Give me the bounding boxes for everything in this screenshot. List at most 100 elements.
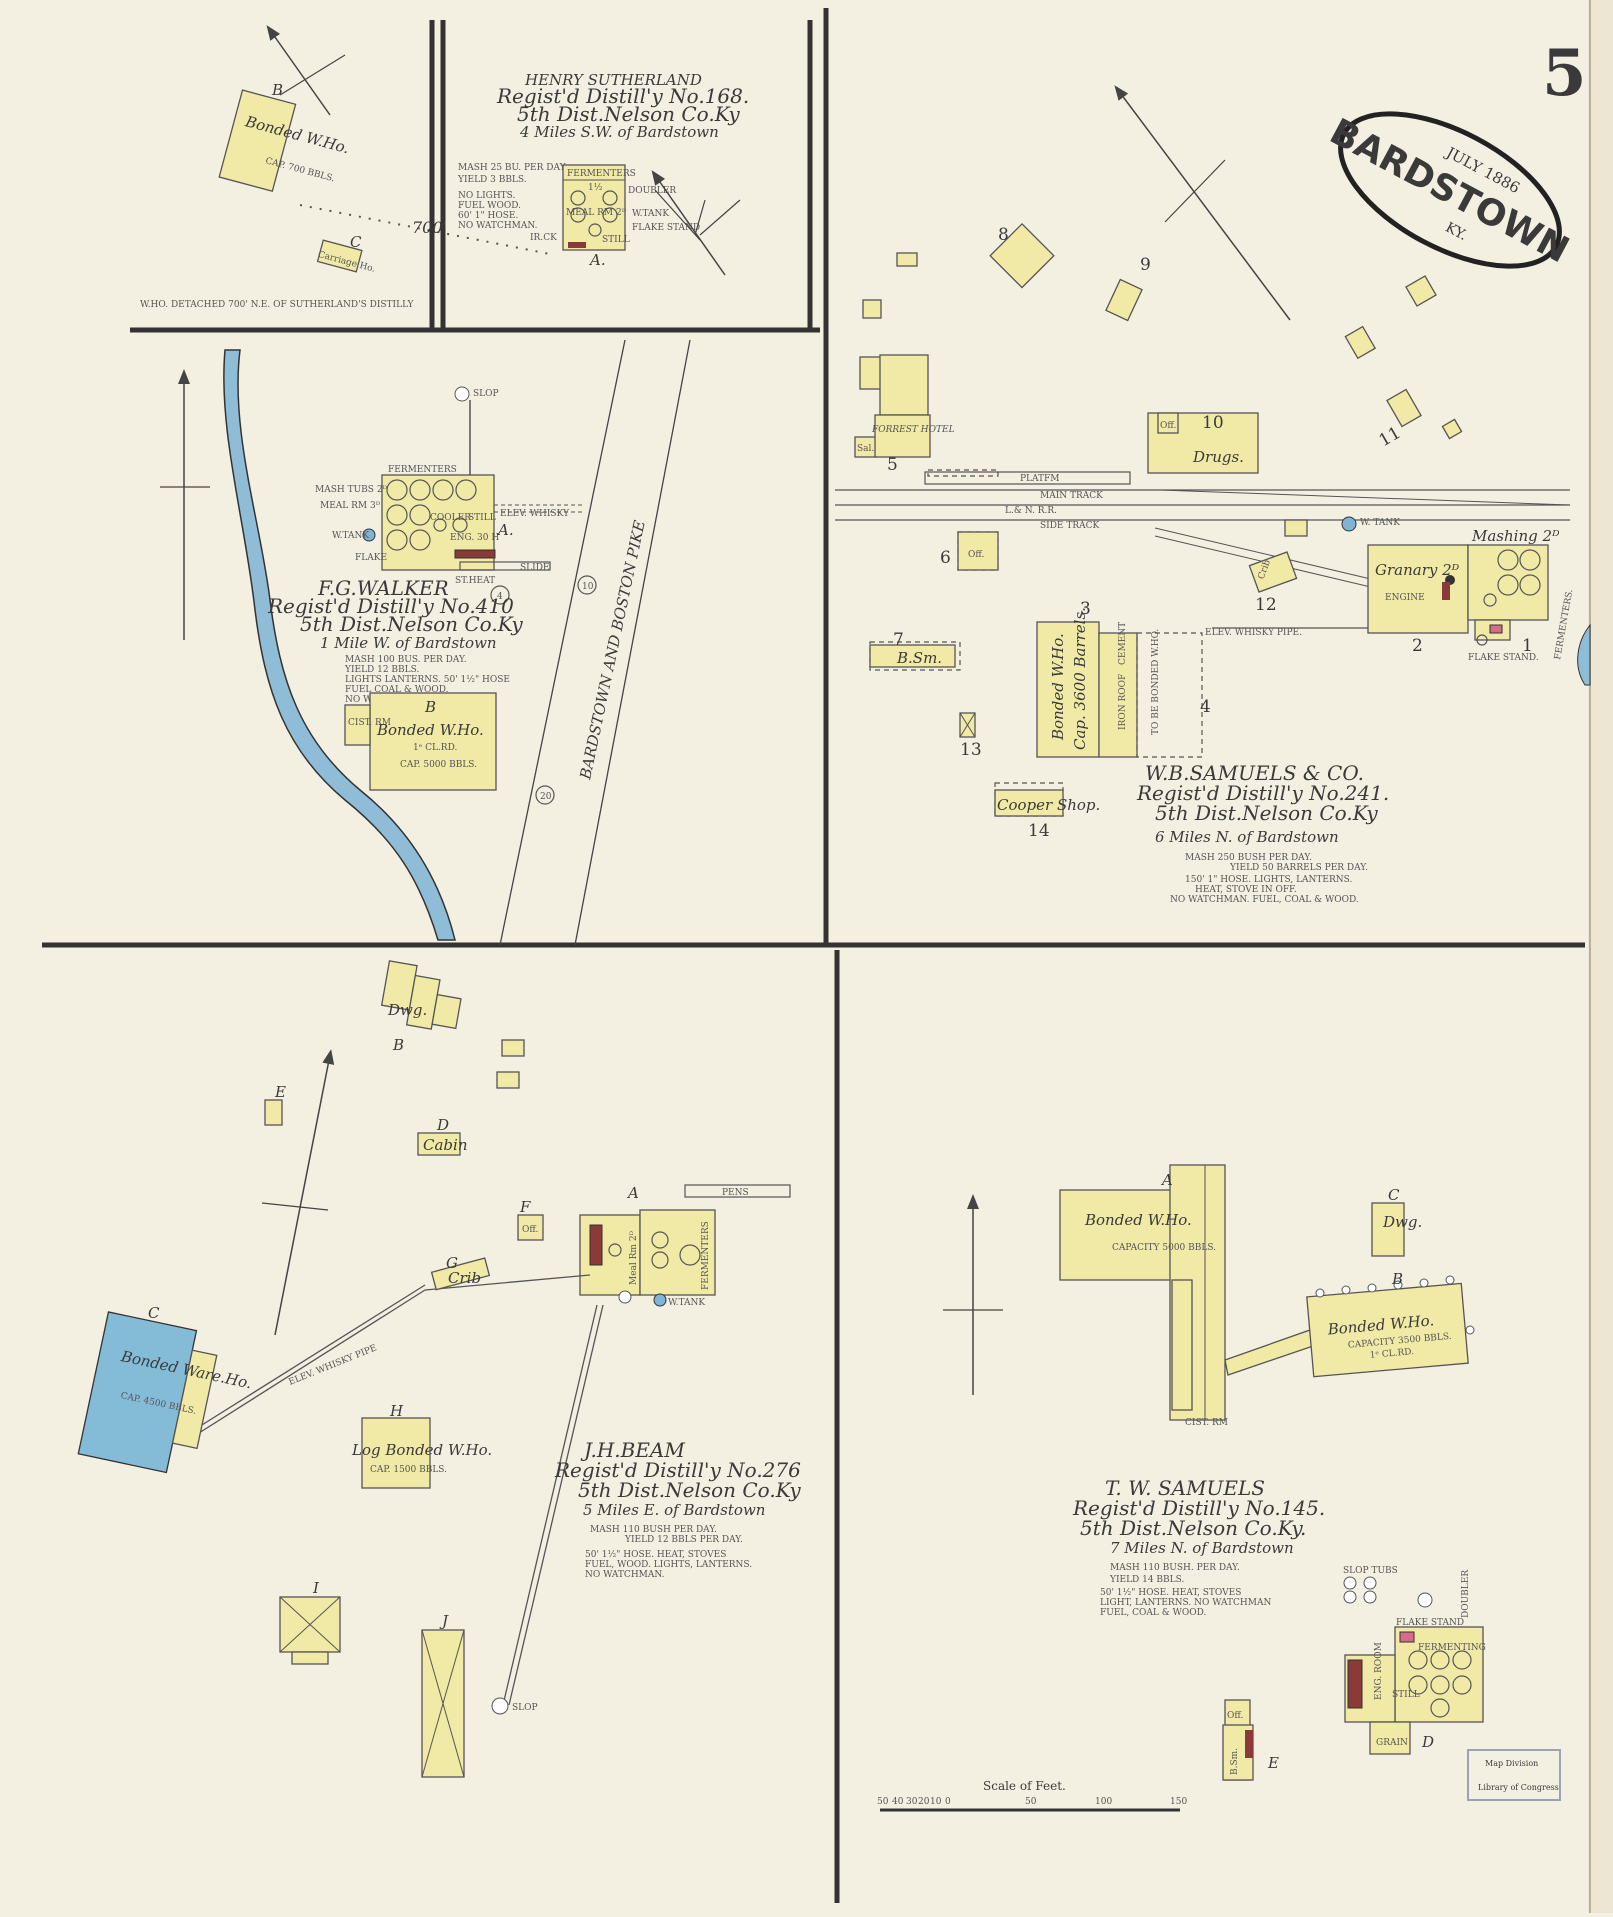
a-label: MASH TUBS 2ᴰ (315, 485, 388, 495)
a-label: FERMENTING (1418, 1643, 1486, 1653)
owner-name: T. W. SAMUELS (1105, 1476, 1265, 1500)
a-label: FLAKE (355, 553, 387, 563)
bldg-letter: E (1267, 1754, 1279, 1772)
bldg-letter: A (1160, 1171, 1173, 1189)
bldg-name: Dwg. (1382, 1213, 1422, 1231)
sutherland-panel: B Bonded W.Ho. CAP. 700 BBLS. 700' C Car… (140, 25, 749, 310)
bldg-name: Crib (448, 1269, 481, 1287)
owner-name: W.B.SAMUELS & CO. (1145, 761, 1364, 785)
bldg-name: Bonded W.Ho. (376, 721, 484, 739)
a-label: W.TANK (668, 1298, 705, 1308)
bldg-capacity: CAP. 1500 BBLS. (370, 1465, 447, 1475)
page-number: 5 (1542, 36, 1587, 111)
bldg-name: PENS (722, 1188, 749, 1198)
bldg-letter: C (1388, 1186, 1400, 1204)
bldg-name: GRAIN (1376, 1738, 1408, 1748)
bldg-number: 9 (1140, 255, 1151, 275)
scale-tick: 150 (1170, 1797, 1187, 1807)
bldg-name: Drugs. (1192, 448, 1244, 466)
a-label: ENGINE (1385, 593, 1425, 603)
beam-office-f (517, 1214, 544, 1241)
bldg-number: 7 (893, 630, 904, 650)
note: YIELD 3 BBLS. (457, 175, 527, 185)
note: NO LIGHTS. (458, 191, 516, 201)
district: 5th Dist.Nelson Co.Ky (300, 612, 523, 636)
bldg-floors: 1ᵉ CL.RD. (1369, 1347, 1414, 1361)
bldg-letter: A. (588, 251, 606, 269)
a-label: FLAKE STAND. (1468, 653, 1539, 663)
bldg-number: 2 (1412, 636, 1423, 656)
bldg-name: Off. (522, 1225, 538, 1235)
mashing-bldg (1467, 544, 1549, 621)
note: 50' 1½" HOSE. HEAT, STOVES (1100, 1587, 1241, 1598)
a-label: FLAKE STAND (632, 223, 700, 233)
location: 5 Miles E. of Bardstown (583, 1501, 765, 1519)
bldg-floors: 1ᵉ CL.RD. (413, 743, 457, 753)
granary-2 (1367, 544, 1469, 634)
footnote: W.HO. DETACHED 700' N.E. OF SUTHERLAND'S… (140, 300, 414, 310)
bonded-4 (1136, 632, 1203, 758)
bldg-number: 5 (887, 455, 898, 475)
cooper-shop-14 (994, 789, 1064, 817)
stamp-line: Map Division (1485, 1759, 1538, 1768)
bldg-number: 14 (1028, 821, 1050, 841)
a-label: W.TANK (632, 209, 669, 219)
bldg-letter: D (1421, 1733, 1434, 1751)
bldg-note: IRON ROOF (1118, 674, 1128, 730)
a-label: DOUBLER (1461, 1570, 1471, 1618)
walker-cistern-room (344, 704, 371, 746)
bldg-name: Cabin (423, 1136, 467, 1154)
north-arrow-icon (1114, 85, 1291, 321)
note: MASH 100 BUS. PER DAY. (345, 655, 467, 665)
scale-tick: 30 (906, 1797, 918, 1807)
a-label: 1½ (588, 182, 603, 193)
scale-label: Scale of Feet. (983, 1779, 1066, 1793)
north-arrow-icon (274, 1049, 335, 1336)
note: FUEL WOOD. (458, 201, 521, 211)
a-label: ENG. 30 H (450, 533, 499, 543)
crib-12 (1248, 551, 1298, 593)
note: FUEL, WOOD. LIGHTS, LANTERNS. (585, 1560, 752, 1570)
panel-frame (42, 8, 1585, 1903)
a-label: FERMENTERS (567, 169, 636, 179)
bldg-number: 13 (960, 740, 982, 760)
road-mark: 4 (497, 592, 503, 602)
distillery-reg: Regist'd Distill'y No.145. (1072, 1496, 1325, 1520)
bldg-name: B.Sm. (896, 649, 942, 667)
bldg-letter: J (439, 1612, 449, 1630)
tw-warehouse-a (1059, 1189, 1191, 1281)
note: HEAT, STOVE IN OFF. (1195, 885, 1297, 895)
beam-log-warehouse-h (361, 1417, 431, 1489)
district: 5th Dist.Nelson Co.Ky (517, 102, 740, 126)
bldg-note: CIST. RM (1185, 1418, 1228, 1428)
scale-tick: 20 (918, 1797, 930, 1807)
bldg-name: Bonded W.Ho. (1084, 1211, 1192, 1229)
note: FUEL, COAL & WOOD. (1100, 1608, 1206, 1618)
a-label: STILL (602, 235, 630, 245)
bldg-letter: A (626, 1184, 639, 1202)
tw-warehouse-b (1306, 1282, 1469, 1378)
owner-name: HENRY SUTHERLAND (524, 71, 702, 89)
road-mark: 10 (582, 582, 594, 592)
a-label: STILL (468, 513, 496, 523)
distillery-reg: Regist'd Distill'y No.410 (267, 594, 514, 618)
a-label: SLOP (473, 389, 499, 399)
bldg-letter: I (312, 1579, 320, 1597)
owner-name: J.H.BEAM (580, 1438, 685, 1462)
bldg-number: 4 (1200, 697, 1211, 717)
bldg-note: CIST. RM (348, 718, 391, 728)
distance-label: 700' (412, 218, 447, 237)
a-label: MEAL RM 2ᴰ (566, 208, 627, 218)
note: LIGHT, LANTERNS. NO WATCHMAN (1100, 1598, 1271, 1608)
beam-panel: Dwg. B E Cabin D Off. F Meal Rm 2ᴰ FERME… (77, 960, 801, 1778)
scale-tick: 50 (877, 1797, 889, 1807)
beam-cabin-d (417, 1132, 461, 1156)
a-label: SLOP TUBS (1343, 1566, 1398, 1576)
bldg-letter: F (519, 1198, 531, 1216)
scale-bar: Scale of Feet. 50 40 30 20 10 0 50 100 1… (877, 1779, 1187, 1812)
location: 1 Mile W. of Bardstown (320, 634, 497, 652)
bldg-number: 12 (1255, 595, 1277, 615)
scale-tick: 40 (892, 1797, 904, 1807)
